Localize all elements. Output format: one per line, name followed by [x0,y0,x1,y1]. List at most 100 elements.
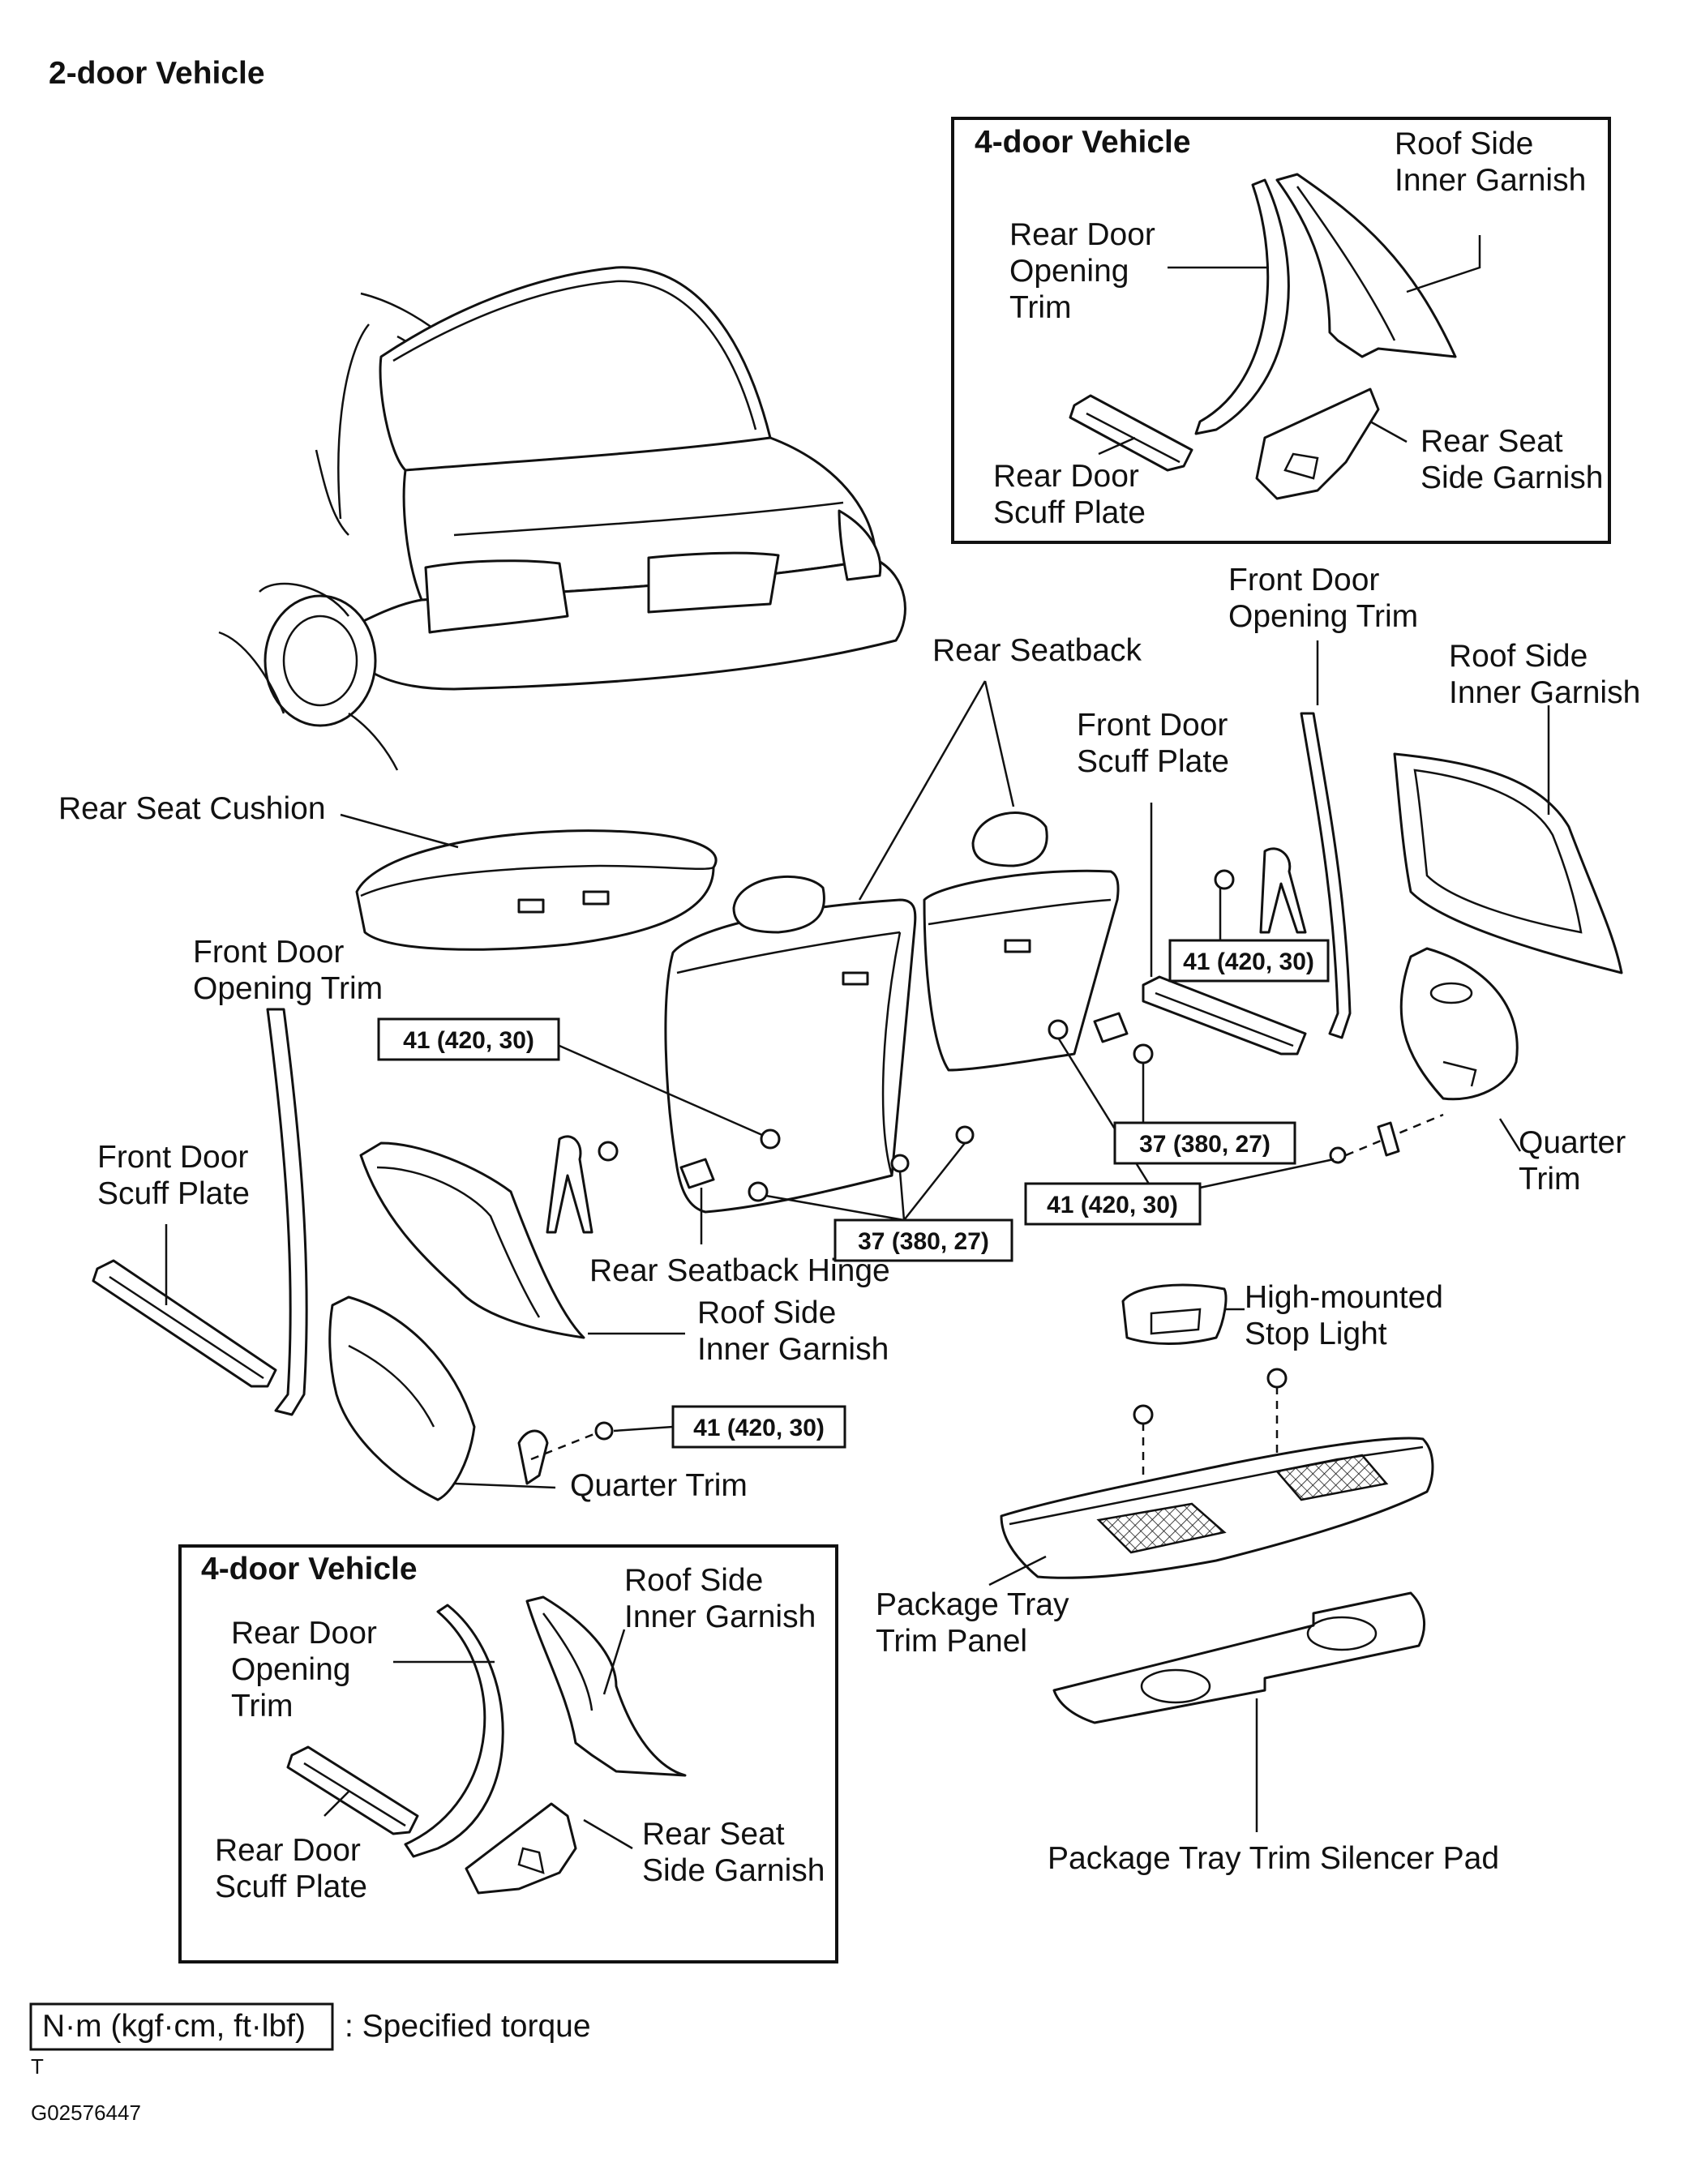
torque-spec-5-text: 37 (380, 27) [858,1228,989,1255]
bolt-quarter-right [1329,1146,1347,1164]
inset-top-rear-door-opening-label-2: Opening [1009,254,1129,289]
front-door-opening-trim-right [1300,712,1352,1039]
torque-spec-6-text: 41 (420, 30) [693,1415,825,1441]
front-door-opening-trim-left [266,1008,308,1416]
page-title: 2-door Vehicle [49,56,265,91]
rear-seat-cushion-label: Rear Seat Cushion [58,791,326,826]
quarter-trim-right-label-1: Quarter [1519,1125,1626,1160]
inset-bottom-rear-door-scuff-label-2: Scuff Plate [215,1869,367,1904]
high-mounted-stop-light-label-2: Stop Light [1245,1317,1387,1351]
package-tray-label-1: Package Tray [876,1587,1069,1622]
seatback-right-headrest [971,812,1048,867]
inset-top-rear-door-opening-trim [1194,178,1290,435]
torque-spec-1: 41 (420, 30) [377,1017,560,1061]
rear-window [379,266,772,472]
inset-top-rear-seat-side-label-1: Rear Seat [1420,424,1563,459]
front-door-scuff-plate-left [92,1259,277,1388]
inset-bottom-rear-door-opening-label-2: Opening [231,1652,350,1687]
seat-belt-anchor-left [546,1135,593,1234]
inset-bottom-rear-door-opening-trim [404,1604,504,1858]
inset-top-roof-side-label-2: Inner Garnish [1395,163,1586,198]
torque-spec-3-text: 37 (380, 27) [1139,1131,1270,1158]
high-mounted-stop-light-label-1: High-mounted [1245,1280,1443,1315]
quarter-trim-right [1399,947,1519,1101]
package-tray-silencer-pad [1052,1591,1426,1832]
seat-belt-anchor-right [1259,847,1307,934]
inset-bottom-roof-side-label-2: Inner Garnish [624,1599,816,1634]
front-door-opening-left-label-2: Opening Trim [193,971,383,1006]
front-door-opening-right-label-1: Front Door [1228,563,1379,597]
inset-bottom-4-door: 4-door Vehicle Roof Side Inner Garnish R… [178,1544,838,1963]
belt-bracket-right [1377,1121,1400,1157]
bolt-left-upper [598,1141,619,1162]
seatback-left-headrest [732,875,825,934]
bolt-quarter-left [594,1421,614,1441]
inset-bottom-rear-door-opening-label-3: Trim [231,1689,294,1724]
rear-wheel [264,594,377,727]
roof-side-left-label-2: Inner Garnish [697,1332,889,1367]
bolt-center-mid-2 [955,1125,975,1145]
legend-text: : Specified torque [345,2009,591,2044]
bolt-center-mid-1 [890,1154,910,1173]
torque-spec-2: 41 (420, 30) [1168,939,1330,983]
rear-seatback-hinge [679,1158,715,1189]
right-tail-light [838,509,882,581]
package-tray-trim-panel [988,1368,1434,1587]
tray-speaker-mesh-left [1096,1502,1227,1554]
legend-mark: T [31,2054,44,2079]
roof-side-inner-garnish-left [359,1141,585,1339]
inset-top-rear-seat-side-label-2: Side Garnish [1420,460,1603,495]
cushion-hook-left [517,898,545,914]
rear-seatback-left [664,875,917,1214]
roof-side-left-label-1: Roof Side [697,1295,836,1330]
silencer-pad-label: Package Tray Trim Silencer Pad [1048,1841,1499,1876]
front-door-scuff-left-label-1: Front Door [97,1140,248,1175]
inset-bottom-title: 4-door Vehicle [201,1552,418,1587]
inset-top-title: 4-door Vehicle [975,125,1191,160]
vehicle-rear-body [218,266,906,771]
quarter-trim-left-label: Quarter Trim [570,1468,748,1503]
roof-side-right-label-2: Inner Garnish [1449,675,1640,710]
inset-bottom-rear-door-scuff-label-1: Rear Door [215,1833,361,1868]
inset-bottom-rear-door-opening-label-1: Rear Door [231,1616,377,1651]
inset-top-frame [951,117,1611,544]
bolt-center-right-2 [1133,1043,1154,1064]
bolt-center-left-2 [748,1181,769,1202]
high-mounted-stop-light [1121,1283,1228,1345]
torque-spec-1-text: 41 (420, 30) [403,1027,534,1054]
belt-bracket-left [517,1429,549,1485]
inset-top-rear-seat-side-garnish [1255,388,1380,500]
inset-top-rear-door-scuff-label-1: Rear Door [993,459,1139,494]
quarter-trim-right-label-2: Trim [1519,1162,1581,1197]
inset-bottom-roof-side-label-1: Roof Side [624,1563,763,1598]
roof-side-inner-garnish-right [1393,752,1623,974]
torque-spec-4: 41 (420, 30) [1024,1182,1202,1226]
tray-clip-right [1266,1368,1288,1389]
license-plate-area [647,551,780,614]
seatback-left-hook [842,971,869,986]
inset-top-rear-door-opening-label-1: Rear Door [1009,217,1155,252]
cushion-hook-right [582,890,610,906]
torque-spec-5: 37 (380, 27) [833,1218,1013,1262]
front-door-scuff-plate-right [1142,975,1307,1056]
inset-top-4-door: 4-door Vehicle Roof Side Inner Garnish R… [951,117,1611,544]
package-tray-label-2: Trim Panel [876,1624,1027,1659]
inset-top-roof-side-label-1: Roof Side [1395,126,1533,161]
legend-unit-box: N·m (kgf·cm, ft·lbf) [42,2009,306,2044]
front-door-scuff-right-label-2: Scuff Plate [1077,744,1229,779]
bolt-right-upper [1214,869,1235,890]
torque-spec-4-text: 41 (420, 30) [1047,1192,1178,1218]
left-tail-light [424,559,569,634]
front-door-opening-left-label-1: Front Door [193,935,344,970]
hinge-right [1093,1012,1129,1043]
inset-bottom-frame [178,1544,838,1963]
inset-top-roof-side-garnish [1275,173,1457,358]
bolt-center-right-1 [1048,1019,1069,1040]
front-door-scuff-left-label-2: Scuff Plate [97,1176,250,1211]
front-door-scuff-right-label-1: Front Door [1077,708,1228,743]
torque-spec-6: 41 (420, 30) [671,1405,846,1449]
torque-legend: N·m (kgf·cm, ft·lbf) : Specified torque … [29,2002,591,2079]
rear-seat-cushion [340,813,718,951]
seatback-right-hook [1004,939,1031,953]
